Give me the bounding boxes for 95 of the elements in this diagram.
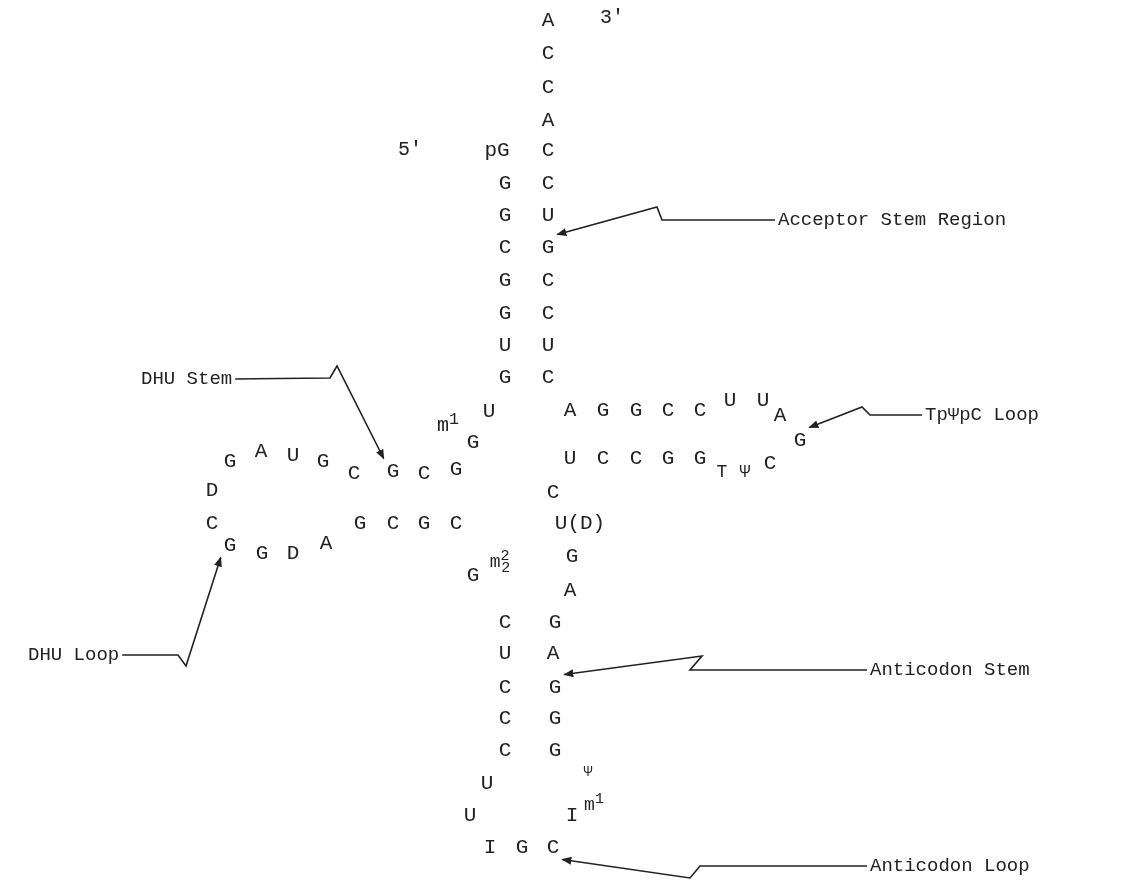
nucleotide-letter: U <box>541 334 555 356</box>
nucleotide-letter: C <box>541 302 555 324</box>
nucleotide-letter: C <box>498 611 512 633</box>
nucleotide-letter: G <box>498 204 512 226</box>
strand-end-label: 5' <box>398 140 422 160</box>
nucleotide-letter: C <box>541 139 555 161</box>
strand-end-label: 3' <box>600 8 624 28</box>
nucleotide-letter: A <box>541 9 555 31</box>
nucleotide-letter: G <box>548 611 562 633</box>
nucleotide-letter: C <box>498 236 512 258</box>
nucleotide-letter: G <box>223 534 237 556</box>
nucleotide-letter: G <box>498 172 512 194</box>
callout-text: TpΨpC Loop <box>925 403 1040 427</box>
nucleotide-letter: C <box>546 481 560 503</box>
nucleotide-letter: U <box>463 804 477 826</box>
nucleotide-letter: U(D) <box>554 512 606 534</box>
nucleotide-letter: G <box>386 460 400 482</box>
nucleotide-letter: G <box>693 447 707 469</box>
nucleotide-letter: U <box>563 447 577 469</box>
nucleotide-letter: C <box>205 512 219 534</box>
nucleotide-letter: G <box>466 431 480 453</box>
nucleotide-letter: D <box>286 542 300 564</box>
nucleotide-letter: G <box>548 676 562 698</box>
callout-text: DHU Loop <box>28 643 120 667</box>
nucleotide-letter: U <box>480 772 494 794</box>
nucleotide-letter: G <box>498 269 512 291</box>
nucleotide-letter: C <box>347 462 361 484</box>
nucleotide-letter: G <box>596 399 610 421</box>
nucleotide-letter: C <box>386 512 400 534</box>
nucleotide-letter: G <box>661 447 675 469</box>
nucleotide-letter: C <box>629 447 643 469</box>
nucleotide-letter: C <box>541 42 555 64</box>
nucleotide-letter: A <box>319 532 333 554</box>
leader-line <box>808 406 923 429</box>
nucleotide-letter: A <box>563 399 577 421</box>
nucleotide-letter: G <box>565 545 579 567</box>
nucleotide-letter: U <box>482 400 496 422</box>
nucleotide-letter: U <box>498 642 512 664</box>
nucleotide-letter: D <box>205 479 219 501</box>
nucleotide-letter: C <box>693 399 707 421</box>
nucleotide-letter: C <box>541 76 555 98</box>
callout-text: DHU Stem <box>141 367 233 391</box>
nucleotide-letter: G <box>498 366 512 388</box>
nucleotide-letter: C <box>763 452 777 474</box>
nucleotide-letter: A <box>773 404 787 426</box>
leader-line <box>563 654 868 678</box>
nucleotide-letter: U <box>498 334 512 356</box>
nucleotide-letter: Ψ <box>583 764 593 780</box>
nucleotide-letter: C <box>498 676 512 698</box>
nucleotide-letter: pG <box>484 139 510 161</box>
nucleotide-letter: T <box>716 463 728 481</box>
nucleotide-letter: C <box>449 512 463 534</box>
nucleotide-letter: C <box>417 462 431 484</box>
nucleotide-letter: G <box>316 450 330 472</box>
nucleotide-letter: G <box>548 739 562 761</box>
nucleotide-letter: U <box>541 204 555 226</box>
nucleotide-letter: G <box>255 542 269 564</box>
nucleotide-letter: G <box>449 458 463 480</box>
nucleotide-letter: I <box>483 836 497 858</box>
leader-line <box>556 206 776 236</box>
nucleotide-letter: G <box>466 564 480 586</box>
nucleotide-letter: G <box>223 450 237 472</box>
leader-line <box>121 556 222 668</box>
nucleotide-letter: G <box>353 512 367 534</box>
nucleotide-letter: G <box>793 429 807 451</box>
callout-text: Acceptor Stem Region <box>778 208 1007 232</box>
nucleotide-letter: C <box>498 739 512 761</box>
nucleotide-letter: C <box>546 836 560 858</box>
modification-label: m$^{1}$ <box>584 792 604 814</box>
nucleotide-letter: C <box>541 366 555 388</box>
nucleotide-letter: G <box>515 836 529 858</box>
nucleotide-letter: G <box>548 707 562 729</box>
callout-text: Anticodon Loop <box>870 854 1030 878</box>
nucleotide-letter: A <box>254 440 268 462</box>
leader-line <box>561 856 868 879</box>
nucleotide-letter: G <box>541 236 555 258</box>
nucleotide-letter: C <box>541 172 555 194</box>
nucleotide-letter: A <box>546 642 560 664</box>
nucleotide-letter: U <box>756 389 770 411</box>
nucleotide-letter: C <box>541 269 555 291</box>
nucleotide-letter: G <box>417 512 431 534</box>
nucleotide-letter: A <box>563 579 577 601</box>
leader-line <box>234 364 385 460</box>
nucleotide-letter: G <box>629 399 643 421</box>
nucleotide-letter: U <box>286 444 300 466</box>
callout-text: Anticodon Stem <box>870 658 1030 682</box>
modification-label: m$^{1}$ <box>437 411 459 437</box>
nucleotide-letter: A <box>541 109 555 131</box>
nucleotide-letter: I <box>565 804 579 826</box>
nucleotide-letter: C <box>661 399 675 421</box>
nucleotide-letter: C <box>498 707 512 729</box>
nucleotide-letter: C <box>596 447 610 469</box>
nucleotide-letter: G <box>498 302 512 324</box>
nucleotide-letter: U <box>723 389 737 411</box>
nucleotide-letter: Ψ <box>739 463 751 481</box>
